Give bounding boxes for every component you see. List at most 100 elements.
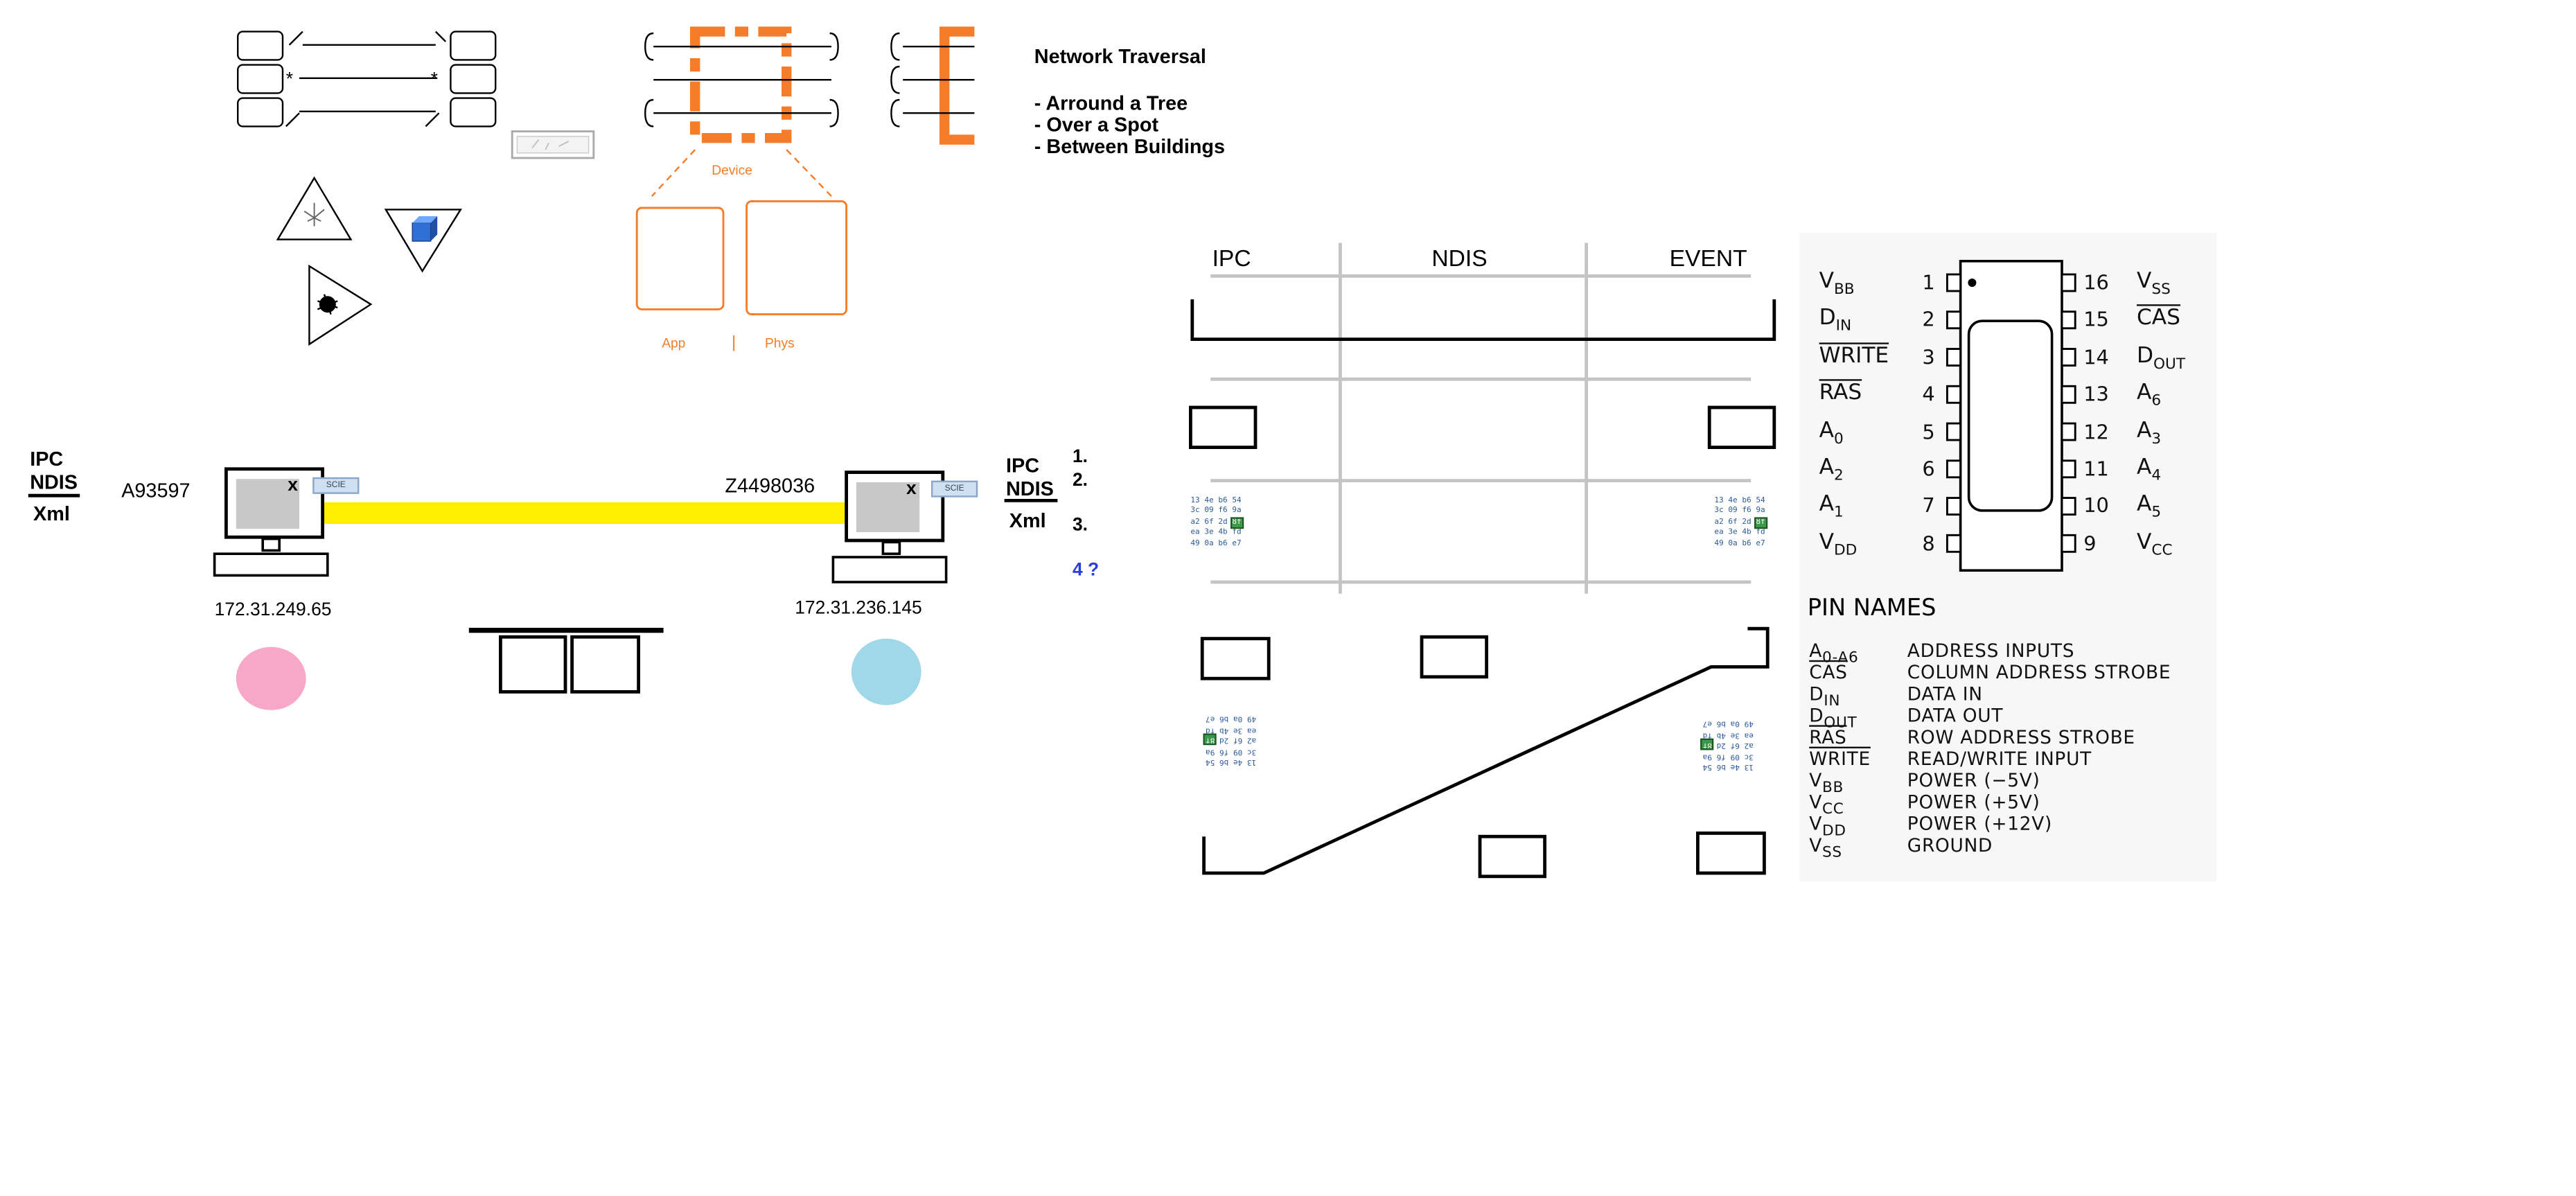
device-frame-partial[interactable]	[939, 26, 975, 145]
right-stack-box-mid[interactable]	[450, 64, 497, 94]
lower-box-bottom-right[interactable]	[1696, 832, 1766, 875]
ipc-slot-box[interactable]	[1189, 405, 1258, 450]
triangle-tree-icon[interactable]	[276, 176, 353, 240]
hex-cell: 3c	[1714, 507, 1724, 516]
right-host-badge[interactable]: SCIE	[931, 480, 978, 498]
hex-cell: 6f	[1233, 735, 1243, 744]
hex-cell: b6	[1219, 714, 1229, 723]
lower-box-mid[interactable]	[1420, 635, 1489, 679]
right-host-dot[interactable]	[851, 638, 921, 705]
hex-cell: 8f	[1701, 739, 1714, 750]
chip-pin[interactable]	[1946, 273, 1962, 292]
hex-row: 49 0a b6 e7	[1206, 712, 1256, 723]
left-stack-box-bottom[interactable]	[237, 97, 284, 127]
left-stack-box-mid[interactable]	[237, 64, 284, 94]
hex-cell: ea	[1246, 724, 1257, 733]
hex-cell: f6	[1219, 746, 1229, 755]
hex-cell: ea	[1190, 529, 1200, 538]
hex-cell: 54	[1756, 497, 1765, 506]
hex-row: a2 6f 2d 8f	[1203, 733, 1256, 746]
chip-pin[interactable]	[1946, 534, 1962, 553]
lower-box-bottom-mid[interactable]	[1478, 834, 1547, 879]
hex-cell: 6f	[1204, 518, 1214, 527]
chip-pin-number: 2	[1922, 308, 1935, 332]
hex-cell: 2d	[1742, 518, 1752, 527]
triangle-cube-icon[interactable]	[384, 209, 462, 273]
left-computer-icon[interactable]	[213, 467, 329, 577]
hex-row: 49 0a b6 e7	[1703, 716, 1754, 728]
chip-pin[interactable]	[1946, 422, 1962, 441]
hex-cell: f6	[1218, 507, 1228, 516]
triangle-spot-icon[interactable]	[308, 264, 373, 346]
hex-cell: e7	[1232, 540, 1242, 549]
hex-cell: 09	[1728, 507, 1738, 516]
step-label-question: 4 ?	[1073, 560, 1100, 581]
hex-cell: 54	[1702, 762, 1712, 771]
chip-pin[interactable]	[2061, 348, 2076, 367]
traversal-title: Network Traversal	[1034, 44, 1206, 69]
step-label: 2.	[1073, 471, 1088, 491]
device-black-lines	[644, 32, 975, 127]
center-switch-shape[interactable]	[468, 628, 664, 694]
hex-cell: 6f	[1730, 740, 1740, 749]
app-box[interactable]	[635, 206, 725, 310]
chip-pin[interactable]	[1946, 385, 1962, 404]
device-label: Device	[712, 163, 752, 178]
legend-symbol: VSS	[1809, 834, 1842, 862]
chip-pin[interactable]	[2061, 534, 2076, 553]
hex-cell: b6	[1742, 540, 1752, 549]
event-slot-box[interactable]	[1707, 405, 1776, 450]
hex-row: 3c 09 f6 9a	[1714, 508, 1765, 518]
left-host-dot[interactable]	[236, 647, 306, 710]
chip-pin[interactable]	[2061, 422, 2076, 441]
chip-pin[interactable]	[2061, 310, 2076, 330]
chip-pin[interactable]	[1946, 459, 1962, 479]
right-stack-box-bottom[interactable]	[450, 97, 497, 127]
chip-pin-stubs	[1946, 273, 2076, 553]
phys-box[interactable]	[746, 200, 848, 316]
left-host-ip: 172.31.249.65	[214, 600, 332, 621]
hex-cell: 13	[1190, 497, 1200, 506]
legend-symbol: WRITE	[1809, 748, 1871, 771]
hex-cell: 4e	[1730, 762, 1740, 771]
chip-pin[interactable]	[2061, 497, 2076, 516]
chip-pin[interactable]	[1946, 310, 1962, 330]
hex-cell: 9a	[1232, 507, 1242, 516]
lower-box-left[interactable]	[1200, 637, 1271, 680]
hex-cell: 3e	[1730, 730, 1740, 739]
chip-pin[interactable]	[1946, 348, 1962, 367]
chip-pin-label: VDD	[1819, 530, 1858, 560]
chip-pin[interactable]	[2061, 385, 2076, 404]
top-bracket[interactable]	[1190, 299, 1776, 342]
right-computer-icon[interactable]	[831, 471, 948, 583]
hex-cell: 13	[1714, 497, 1724, 506]
left-stack-layer: NDIS	[30, 471, 78, 494]
chip-pin-label: A0	[1819, 418, 1844, 448]
left-stack-box-top[interactable]	[237, 30, 284, 61]
hex-cell: a2	[1744, 740, 1754, 749]
network-link[interactable]	[321, 502, 850, 524]
chip-pin[interactable]	[1946, 497, 1962, 516]
hex-cell: a2	[1190, 518, 1200, 527]
chip-pin-label: VBB	[1819, 269, 1855, 299]
right-stack-box-top[interactable]	[450, 30, 497, 61]
chip-pin[interactable]	[2061, 459, 2076, 479]
chip-pin-number: 7	[1922, 494, 1935, 518]
left-host-badge[interactable]: SCIE	[312, 477, 360, 494]
hex-cell: f6	[1716, 750, 1726, 759]
hex-cell: b6	[1716, 719, 1726, 728]
hex-cell: ea	[1744, 730, 1754, 739]
hex-cell: 49	[1744, 719, 1754, 728]
diagonal-path[interactable]	[1202, 626, 1770, 875]
pin-names-title: PIN NAMES	[1807, 595, 1937, 622]
legend-symbol: RAS	[1809, 726, 1847, 748]
chip-pin-number: 3	[1922, 345, 1935, 369]
chip-pin[interactable]	[2061, 273, 2076, 292]
mini-widget[interactable]	[511, 130, 595, 159]
hex-cell: 3c	[1246, 746, 1257, 755]
device-frame-main[interactable]	[690, 26, 792, 143]
chip-pin-label: DIN	[1819, 306, 1852, 336]
hex-cell: 13	[1744, 762, 1754, 771]
chip-pin-label: WRITE	[1819, 344, 1889, 369]
